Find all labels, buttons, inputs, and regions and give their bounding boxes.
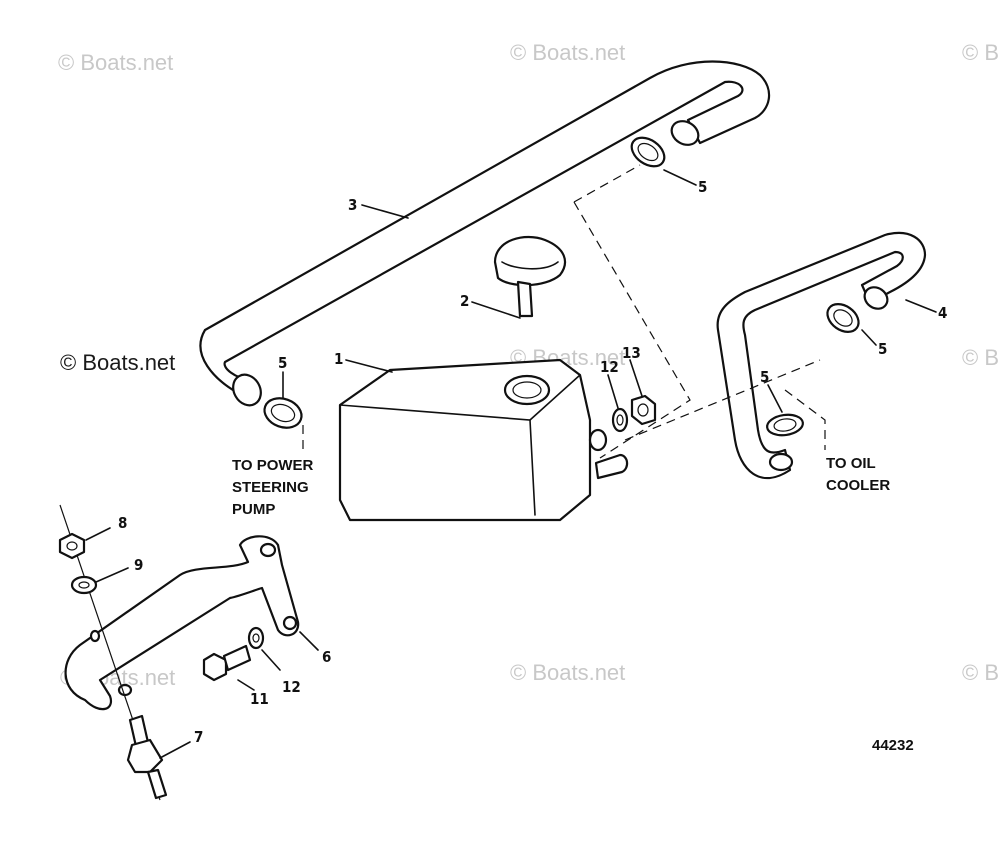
callout-5-left: 5 [278,354,287,372]
callout-12-upper: 12 [600,358,619,376]
callout-6: 6 [322,648,331,666]
callout-12-lower: 12 [282,678,301,696]
note-oil-cooler-line-2: COOLER [826,477,890,494]
filler-cap-2 [493,235,567,318]
note-power-steering-line-3: PUMP [232,501,275,518]
callout-7: 7 [194,728,203,746]
bolt-11 [202,644,252,682]
leader-8 [85,527,111,541]
nut-13 [630,394,657,426]
washer-12-lower [247,626,265,650]
callout-8: 8 [118,514,127,532]
watermark-top-right: © B [962,40,999,65]
callout-2: 2 [460,292,469,310]
clamp-5-top [630,136,666,168]
assembly-line-oil-cooler [784,389,826,450]
leader-5-right-lower [767,384,783,413]
note-power-steering: TO POWER STEERING PUMP [232,457,314,518]
callout-9: 9 [134,556,143,574]
assembly-line-top [573,164,641,203]
leader-6 [299,631,319,651]
leader-2 [471,301,521,319]
callout-4: 4 [938,304,947,322]
leader-5-right-upper [861,329,877,346]
watermark-top-center: © Boats.net [510,40,625,65]
bracket-6 [64,535,300,711]
callout-3: 3 [348,196,357,214]
assembly-line-reservoir [573,201,691,459]
nut-8 [58,532,86,560]
leader-5-top [663,169,697,186]
leader-9 [95,567,129,583]
washer-12-upper [611,407,629,433]
watermark-top-left: © Boats.net [58,50,173,75]
washer-9 [70,575,98,595]
clamp-5-right-upper [826,303,860,333]
clamp-5-right-lower [766,413,804,437]
callout-1: 1 [334,350,343,368]
leader-3 [361,204,409,219]
note-oil-cooler: TO OIL COOLER [826,455,890,494]
stud-7 [126,714,168,800]
leader-12-upper [607,374,619,409]
watermark-mid-right: © B [962,345,999,370]
watermark-bottom-center: © Boats.net [510,660,625,685]
leader-1 [345,359,393,373]
callout-13: 13 [622,344,641,362]
leader-13 [629,359,643,397]
note-oil-cooler-line-1: TO OIL [826,455,876,472]
leader-7 [159,741,191,759]
reservoir-1 [338,358,629,522]
figure-number: 44232 [872,737,914,754]
callout-5-right-lower: 5 [760,368,769,386]
clamp-5-left [263,397,303,429]
leader-11 [237,679,255,691]
watermark-bottom-right: © B [962,660,999,685]
leader-12-lower [261,649,281,671]
watermark-mid-left: © Boats.net [60,350,175,375]
callout-5-right-upper: 5 [878,340,887,358]
assembly-line-right [624,359,821,441]
hose-3 [199,60,771,407]
callout-11: 11 [250,690,269,708]
note-power-steering-line-2: STEERING [232,479,309,496]
note-power-steering-line-1: TO POWER [232,457,314,474]
leader-4 [905,299,937,313]
callout-5-top: 5 [698,178,707,196]
hose-4 [716,231,927,480]
